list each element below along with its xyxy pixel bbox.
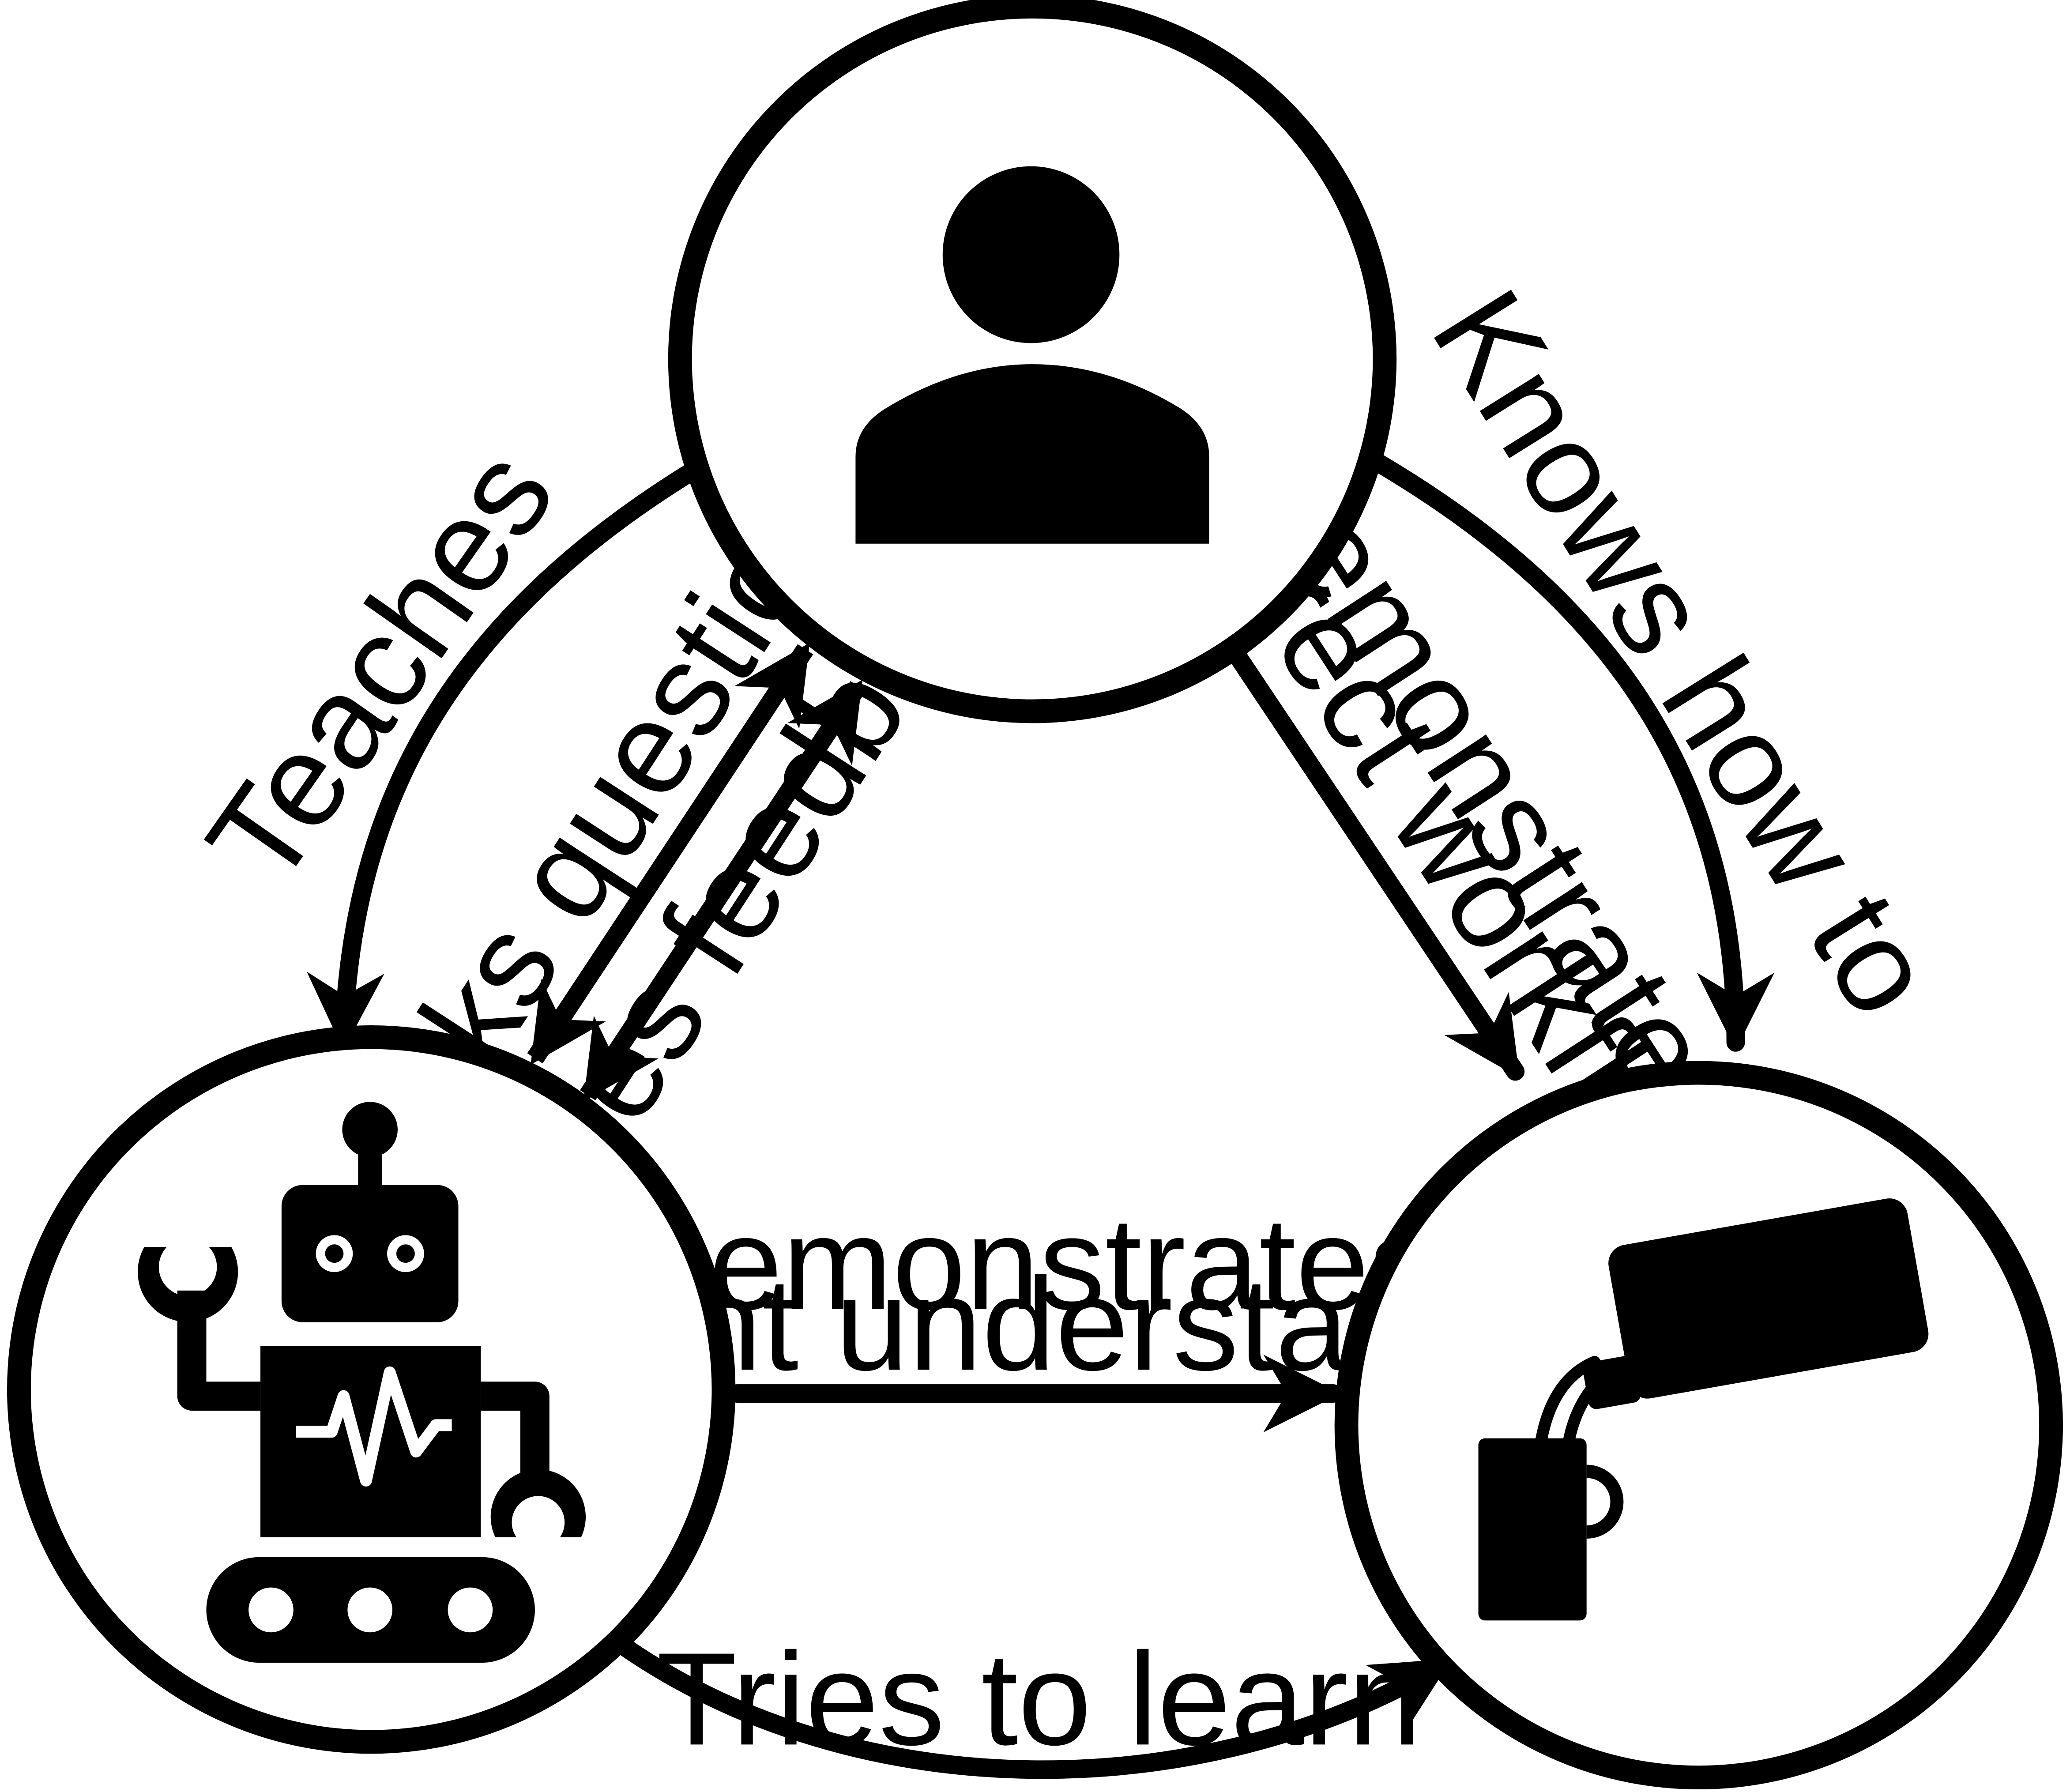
tries-to-learn-label: Tries to learn [656, 1625, 1421, 1773]
human-node [668, 0, 1396, 723]
tries-to-learn-arrow [615, 1638, 1455, 1779]
demonstrates-current-understanding-label-line1: Demonstrates [614, 1190, 1435, 1337]
robot-node [7, 1025, 736, 1754]
teaches-arrow [306, 460, 704, 1052]
pouring-pitcher-icon [1478, 1198, 1929, 1621]
robot-icon [138, 1102, 586, 1663]
human-circle [668, 0, 1396, 723]
gives-feedback-arrow [580, 679, 866, 1102]
demonstrates-correct-workflow-arrow [1226, 644, 1525, 1081]
task-node [1334, 1061, 2063, 1790]
knows-how-to-arrow [1367, 452, 1775, 1052]
task-circle [1334, 1061, 2063, 1790]
person-icon [855, 166, 1209, 544]
